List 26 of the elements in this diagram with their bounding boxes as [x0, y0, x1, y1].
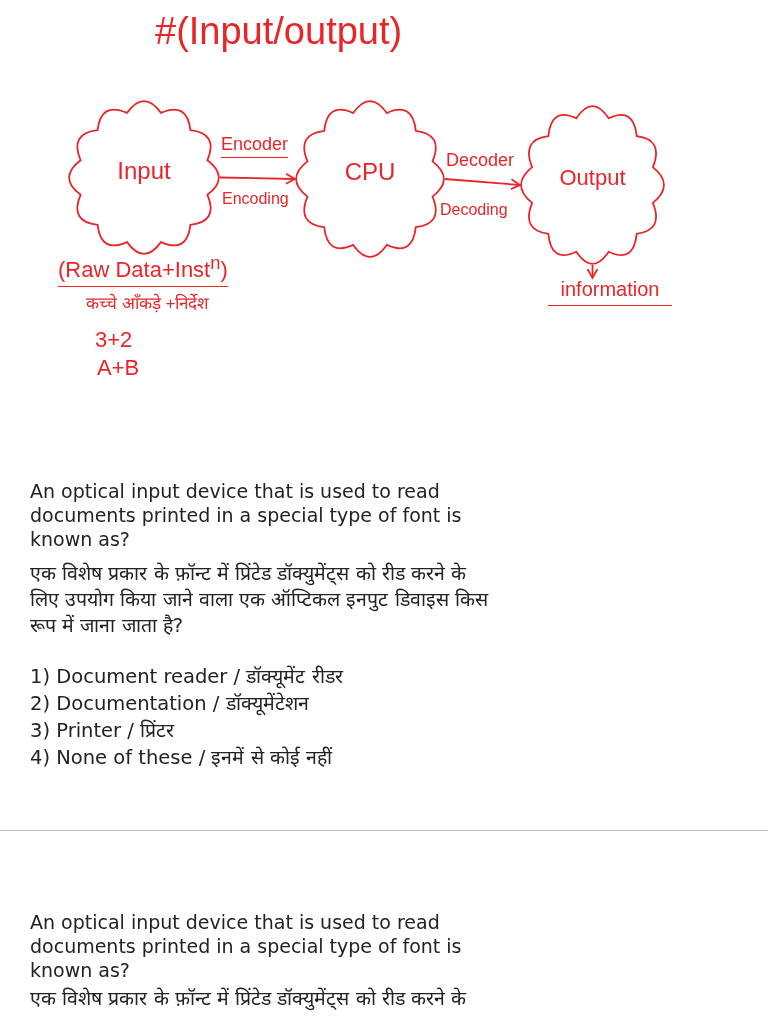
question-text: एक विशेष प्रकार के फ़ॉन्ट में प्रिंटेड डॉक्युमेंट्स को रीड करने के [30, 986, 467, 1011]
node-label: Output [559, 165, 626, 191]
annotation: A+B [97, 355, 140, 381]
node-label: Input [117, 156, 171, 185]
question-text: एक विशेष प्रकार के फ़ॉन्ट में प्रिंटेड डॉक्युमेंट्स को रीड करने के लिए उपयोग किया जाने वाला एक ऑप्टिकल इनपुट डिवाइस किस रूप में जाना जाता है? [30, 561, 490, 639]
node-label: CPU [344, 158, 396, 186]
annotation: कच्चे आँकड़े +निर्देश [86, 292, 210, 314]
question-text: An optical input device that is used to read documents printed in a special type of font is known as? [30, 910, 463, 982]
cloud-node [68, 100, 220, 255]
edge-label: Encoder [221, 134, 289, 158]
option-text: 2) Documentation / डॉक्यूमेंटेशन [30, 691, 309, 716]
arrow [219, 172, 296, 185]
cloud-node [520, 105, 665, 265]
text-label: information [548, 278, 672, 306]
annotation: 3+2 [95, 327, 133, 353]
edge-label: Decoder [446, 150, 515, 171]
option-text: 1) Document reader / डॉक्यूमेंट रीडर [30, 664, 343, 689]
annotation: (Raw Data+Inst$^{n}$) [58, 252, 228, 288]
option-text: 4) None of these / इनमें से कोई नहीं [30, 745, 332, 770]
annotation: Decoding [440, 201, 508, 219]
question-text: An optical input device that is used to read documents printed in a special type of font is known as? [30, 479, 463, 551]
heading: #(Input/output) [155, 10, 403, 53]
annotation: Encoding [222, 190, 289, 208]
arrow [586, 264, 599, 279]
arrow [444, 178, 521, 191]
option-text: 3) Printer / प्रिंटर [30, 718, 175, 743]
